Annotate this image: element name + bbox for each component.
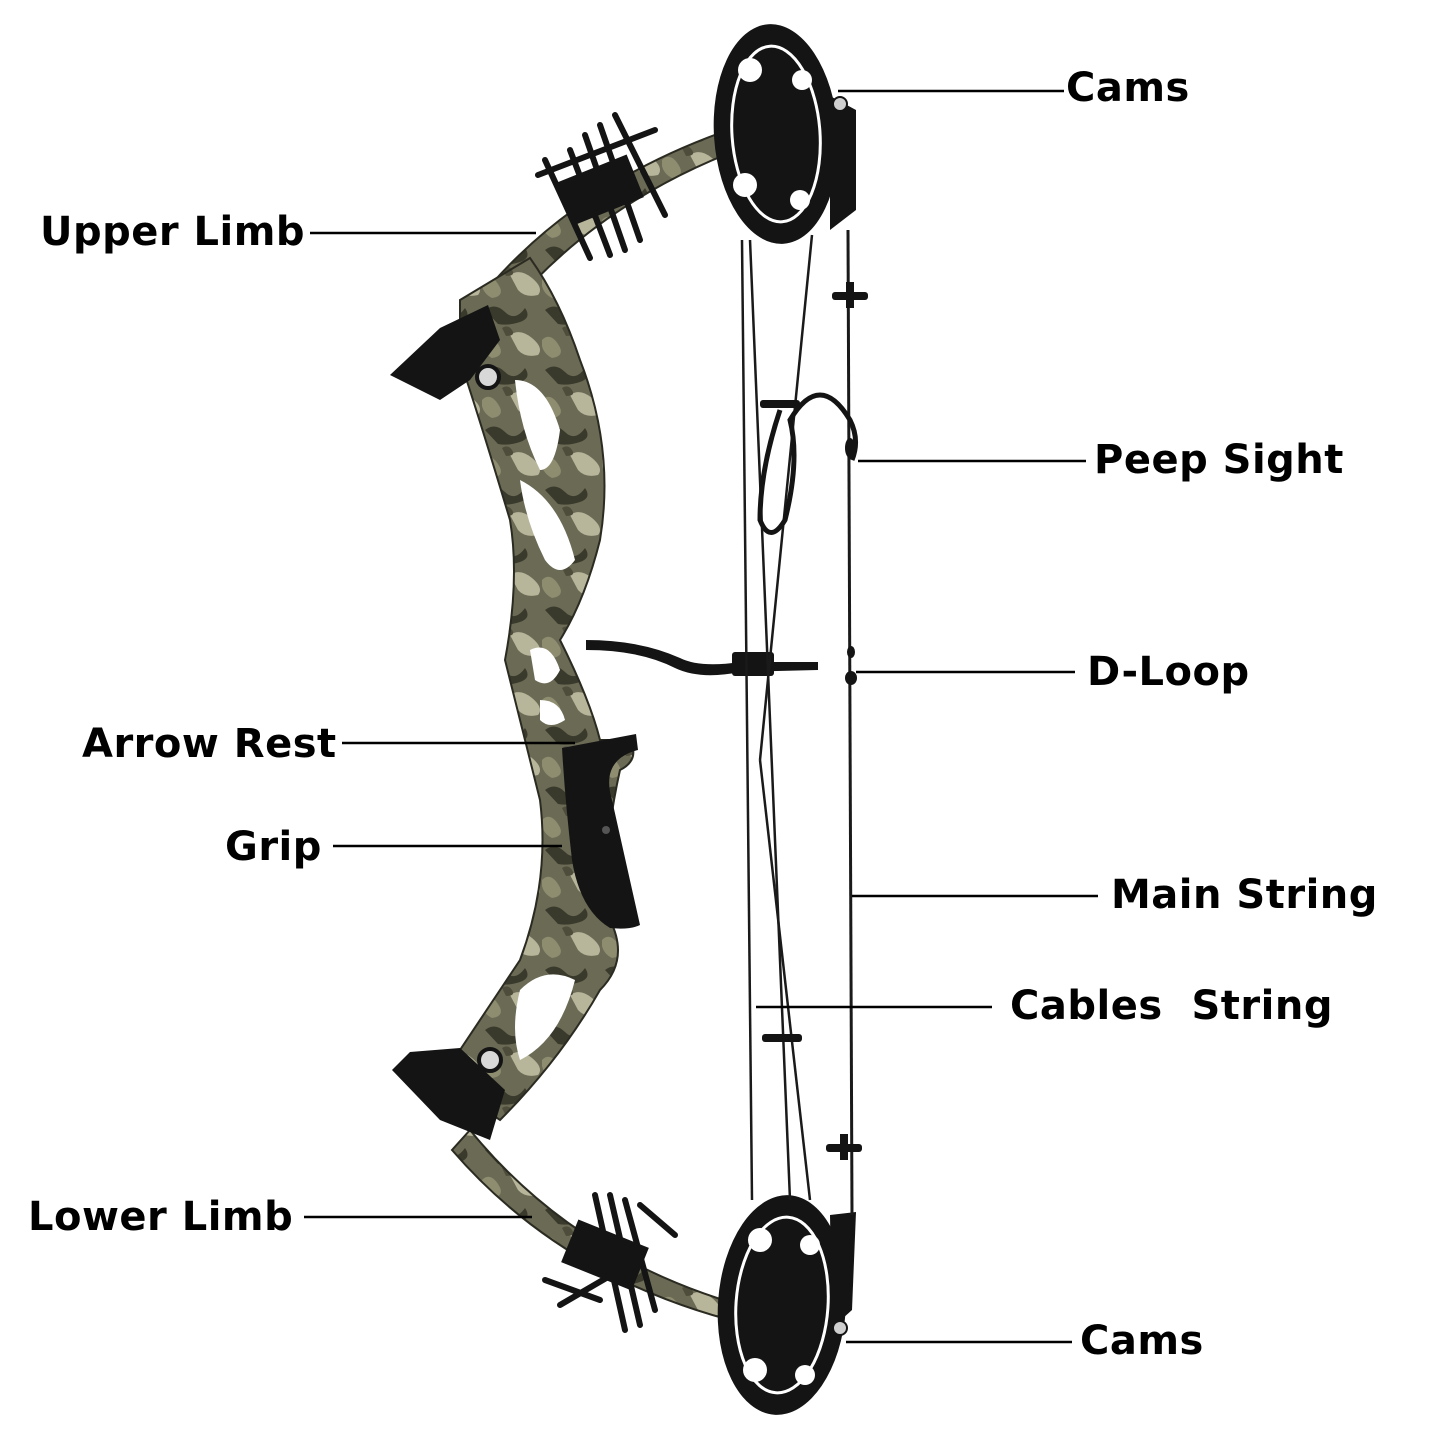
main-string <box>846 229 854 1216</box>
bottom-cam <box>717 1195 856 1415</box>
upper-dampener <box>535 112 668 261</box>
label-peep-sight: Peep Sight <box>1094 437 1344 483</box>
label-d-loop: D-Loop <box>1087 649 1250 695</box>
top-cam <box>713 24 856 244</box>
label-cables-string: Cables String <box>1010 983 1333 1029</box>
grip <box>562 734 640 929</box>
upper-limb-pocket <box>390 305 501 400</box>
label-cams-bottom: Cams <box>1080 1318 1204 1364</box>
label-upper-limb: Upper Limb <box>40 209 306 255</box>
d-loop <box>845 646 857 685</box>
string-silencers <box>760 282 868 1160</box>
label-lower-limb: Lower Limb <box>28 1194 294 1240</box>
lower-dampener <box>542 1192 678 1333</box>
label-grip: Grip <box>225 824 322 870</box>
label-arrow-rest: Arrow Rest <box>82 721 337 767</box>
cables-string <box>740 234 814 1201</box>
label-main-string: Main String <box>1111 872 1378 918</box>
riser <box>438 256 635 1122</box>
lower-limb-pocket <box>392 1047 505 1140</box>
arrow-rest <box>586 640 818 676</box>
leader-lines <box>304 89 1098 1344</box>
label-cams-top: Cams <box>1066 65 1190 111</box>
peep-sight <box>757 392 858 535</box>
